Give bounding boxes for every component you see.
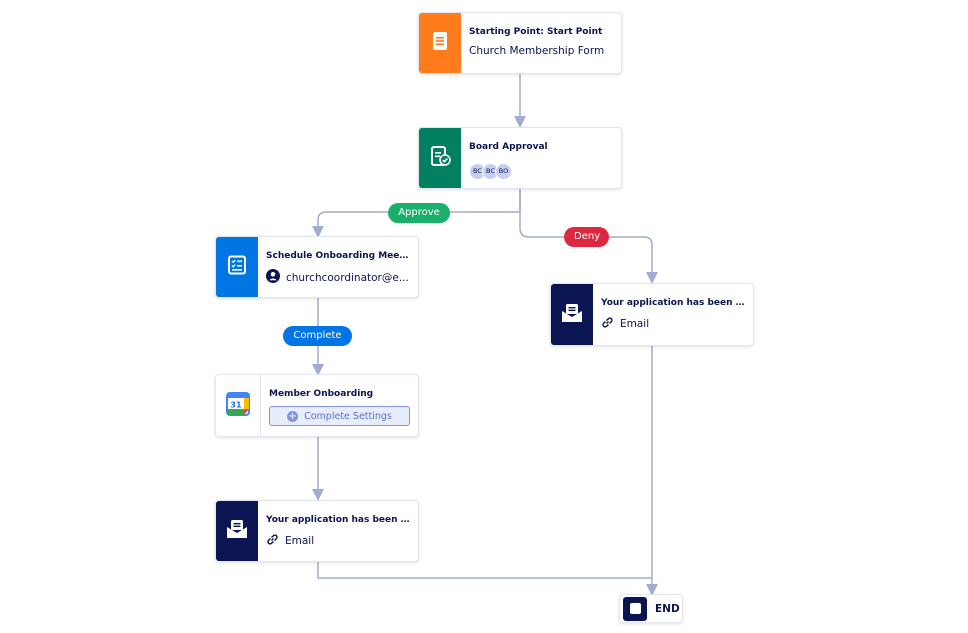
board-approval-node[interactable]: Board Approval BC BC BO <box>418 127 622 189</box>
end-node[interactable]: END <box>619 594 683 623</box>
approved-email-tile <box>216 501 258 561</box>
link-icon <box>266 533 279 549</box>
board-approval-title: Board Approval <box>469 142 548 152</box>
envelope-icon <box>561 303 583 327</box>
deny-branch-label[interactable]: Deny <box>564 227 609 247</box>
envelope-icon <box>226 519 248 543</box>
task-list-icon <box>227 255 247 279</box>
denied-email-title: Your application has been de... <box>601 298 745 308</box>
member-onboarding-node[interactable]: 31 Member Onboarding + Complete Settings <box>215 374 419 437</box>
complete-branch-label[interactable]: Complete <box>283 326 352 346</box>
avatar: BO <box>495 163 512 180</box>
start-node[interactable]: Starting Point: Start Point Church Membe… <box>418 12 622 74</box>
end-label: END <box>655 602 680 615</box>
avatar: BC <box>469 163 486 180</box>
google-calendar-icon: 31 <box>226 391 250 420</box>
start-tile <box>419 13 461 73</box>
approval-icon <box>429 145 451 171</box>
start-title: Starting Point: Start Point <box>469 27 603 37</box>
assignee-email: churchcoordinator@e... <box>286 271 409 284</box>
form-icon <box>430 31 450 55</box>
plus-icon: + <box>287 410 299 422</box>
schedule-onboarding-node[interactable]: Schedule Onboarding Meeting churchcoordi… <box>215 236 419 298</box>
connector-approval-approve <box>312 188 521 238</box>
approve-branch-label[interactable]: Approve <box>388 203 450 223</box>
start-form-name: Church Membership Form <box>469 45 605 57</box>
board-approval-tile <box>419 128 461 188</box>
member-onboarding-title: Member Onboarding <box>269 389 374 399</box>
denied-email-tile <box>551 284 593 345</box>
approver-avatars: BC BC BO <box>469 163 613 180</box>
denied-email-node[interactable]: Your application has been de... Email <box>550 283 754 346</box>
user-icon <box>266 269 280 286</box>
schedule-title: Schedule Onboarding Meeting <box>266 251 410 261</box>
connector-approved-email-to-end <box>317 562 652 579</box>
approved-email-title: Your application has been ap... <box>266 515 410 525</box>
complete-settings-button[interactable]: + Complete Settings <box>269 406 410 426</box>
link-icon <box>601 316 614 332</box>
assignee: churchcoordinator@e... <box>266 269 410 286</box>
schedule-tile <box>216 237 258 297</box>
svg-text:31: 31 <box>230 400 242 409</box>
stop-icon <box>623 596 647 621</box>
approved-email-node[interactable]: Your application has been ap... Email <box>215 500 419 562</box>
denied-email-type: Email <box>601 316 745 332</box>
approved-email-type: Email <box>266 533 410 549</box>
calendar-tile: 31 <box>216 375 261 436</box>
